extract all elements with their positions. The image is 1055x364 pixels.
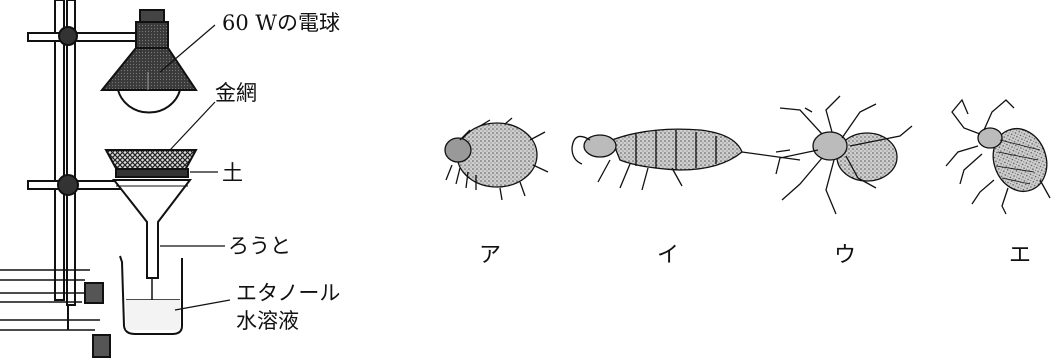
pseudoscorpion-icon [946, 100, 1055, 214]
springtail-icon [572, 129, 800, 190]
base-foot-2 [93, 335, 110, 357]
clamp-middle-icon [58, 175, 78, 195]
lamp-neck [136, 22, 168, 50]
stand-pole-back [55, 0, 64, 300]
funnel-body [114, 180, 190, 278]
clamp-top-icon [59, 27, 77, 45]
mite-icon [445, 118, 548, 200]
base-foot-1 [85, 283, 103, 303]
soil-label: 土 [222, 161, 243, 185]
ethanol-leader [175, 300, 230, 310]
caption-c: ウ [834, 243, 856, 268]
caption-d: エ [1009, 243, 1031, 268]
soil-layer [116, 169, 188, 177]
sieve [106, 150, 196, 177]
ethanol-label-line2: 水溶液 [236, 309, 299, 333]
stand [0, 0, 148, 357]
light-bulb-icon [118, 90, 180, 113]
spider-icon [776, 96, 912, 214]
lamp-shade [102, 48, 196, 90]
funnel [114, 180, 190, 278]
bulb-label: 60 Wの電球 [222, 11, 340, 35]
lamp [102, 10, 196, 113]
caption-a: ア [479, 243, 501, 268]
ethanol-label-line1: エタノール [236, 281, 340, 305]
lamp-arm [28, 33, 148, 41]
mesh-leader [170, 102, 215, 150]
funnel-label: ろうと [228, 234, 291, 258]
caption-b: イ [657, 243, 679, 268]
mesh-label: 金網 [215, 81, 257, 105]
